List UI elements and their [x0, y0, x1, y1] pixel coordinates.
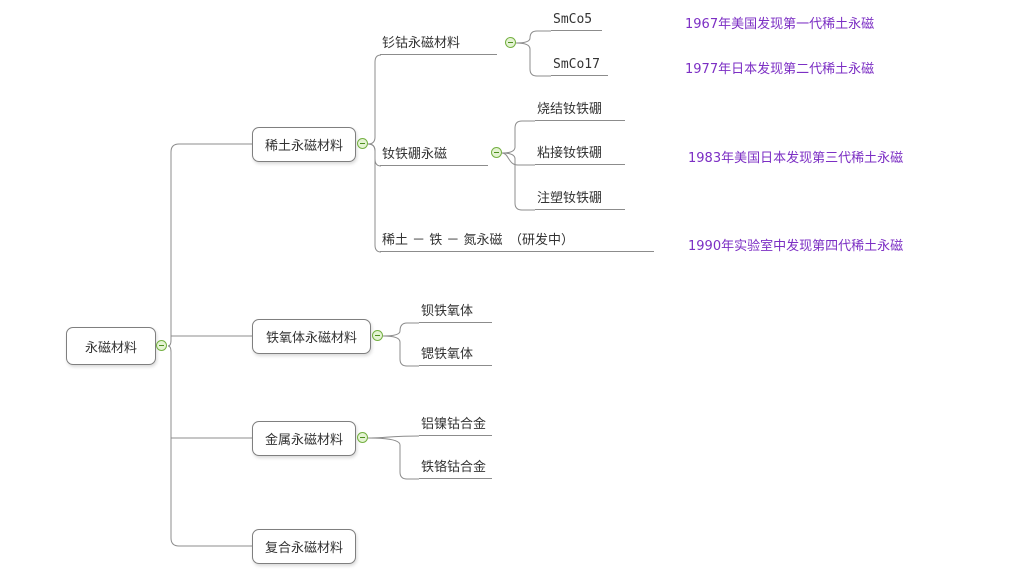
topic-fe-cr-co-label: 铁铬钴合金 — [421, 460, 487, 475]
topic-root[interactable]: 永磁材料 — [66, 327, 156, 365]
collapse-toggle-ndfeb[interactable] — [491, 147, 502, 158]
topic-smco17-label: SmCo17 — [553, 57, 600, 72]
topic-rare-earth[interactable]: 稀土永磁材料 — [252, 127, 356, 162]
topic-composite-label: 复合永磁材料 — [264, 541, 343, 556]
minus-icon — [360, 143, 365, 144]
note-gen3[interactable]: 1983年美国日本发现第三代稀土永磁 — [688, 151, 904, 166]
topic-fe-cr-co[interactable]: 铁铬钴合金 — [419, 458, 492, 479]
topic-composite[interactable]: 复合永磁材料 — [252, 529, 356, 564]
connector-ndfeb-injection — [501, 152, 535, 211]
topic-smco17[interactable]: SmCo17 — [551, 55, 608, 76]
topic-smco5[interactable]: SmCo5 — [551, 10, 602, 31]
topic-strontium-ferrite-label: 锶铁氧体 — [421, 347, 474, 362]
note-gen2[interactable]: 1977年日本发现第二代稀土永磁 — [685, 62, 875, 77]
connector-ndfeb-sintered — [501, 120, 535, 154]
minus-icon — [375, 335, 380, 336]
minus-icon — [159, 345, 164, 346]
connector-root-rare-earth — [167, 143, 252, 347]
connector-ndfeb-bonded — [501, 152, 535, 166]
minus-icon — [494, 152, 499, 153]
topic-strontium-ferrite[interactable]: 锶铁氧体 — [419, 345, 492, 366]
collapse-toggle-rare-earth[interactable] — [357, 138, 368, 149]
connector-rare-earth-refen — [367, 143, 382, 253]
collapse-toggle-samarium-cobalt[interactable] — [505, 37, 516, 48]
topic-samarium-cobalt[interactable]: 钐钴永磁材料 — [380, 34, 497, 55]
connector-smco-smco17 — [515, 42, 551, 77]
connector-ferrite-strontium — [382, 335, 419, 367]
topic-sintered-ndfeb[interactable]: 烧结钕铁硼 — [535, 100, 625, 121]
topic-alnico-label: 铝镍钴合金 — [421, 417, 487, 432]
connector-metal-fecrco — [367, 437, 419, 480]
collapse-toggle-metal[interactable] — [357, 432, 368, 443]
note-gen1[interactable]: 1967年美国发现第一代稀土永磁 — [685, 17, 875, 32]
collapse-toggle-root[interactable] — [156, 340, 167, 351]
topic-smco5-label: SmCo5 — [553, 12, 593, 27]
topic-ndfeb[interactable]: 钕铁硼永磁 — [380, 145, 488, 166]
minus-icon — [508, 42, 513, 43]
topic-metal-label: 金属永磁材料 — [264, 433, 343, 448]
topic-bonded-ndfeb[interactable]: 粘接钕铁硼 — [535, 144, 625, 165]
topic-ferrite[interactable]: 铁氧体永磁材料 — [252, 319, 371, 354]
topic-ferrite-label: 铁氧体永磁材料 — [265, 331, 357, 346]
note-gen4[interactable]: 1990年实验室中发现第四代稀土永磁 — [688, 239, 904, 254]
topic-bonded-ndfeb-label: 粘接钕铁硼 — [537, 146, 603, 161]
collapse-toggle-ferrite[interactable] — [372, 330, 383, 341]
topic-sintered-ndfeb-label: 烧结钕铁硼 — [537, 102, 603, 117]
topic-barium-ferrite-label: 钡铁氧体 — [421, 304, 474, 319]
connector-smco-smco5 — [515, 30, 551, 44]
connector-rare-earth-smco — [367, 54, 382, 145]
topic-samarium-cobalt-label: 钐钴永磁材料 — [382, 36, 461, 51]
connector-root-composite — [167, 345, 252, 547]
topic-injection-ndfeb[interactable]: 注塑钕铁硼 — [535, 189, 625, 210]
topic-re-fe-n-label: 稀土 － 铁 － 氮永磁 （研发中） — [382, 233, 575, 248]
minus-icon — [360, 437, 365, 438]
topic-root-label: 永磁材料 — [84, 340, 137, 356]
topic-rare-earth-label: 稀土永磁材料 — [264, 139, 343, 154]
topic-alnico[interactable]: 铝镍钴合金 — [419, 415, 492, 436]
topic-re-fe-n[interactable]: 稀土 － 铁 － 氮永磁 （研发中） — [380, 231, 654, 252]
topic-ndfeb-label: 钕铁硼永磁 — [382, 147, 448, 162]
connector-ferrite-barium — [382, 322, 419, 337]
topic-metal[interactable]: 金属永磁材料 — [252, 421, 356, 456]
topic-barium-ferrite[interactable]: 钡铁氧体 — [419, 302, 492, 323]
topic-injection-ndfeb-label: 注塑钕铁硼 — [537, 191, 603, 206]
